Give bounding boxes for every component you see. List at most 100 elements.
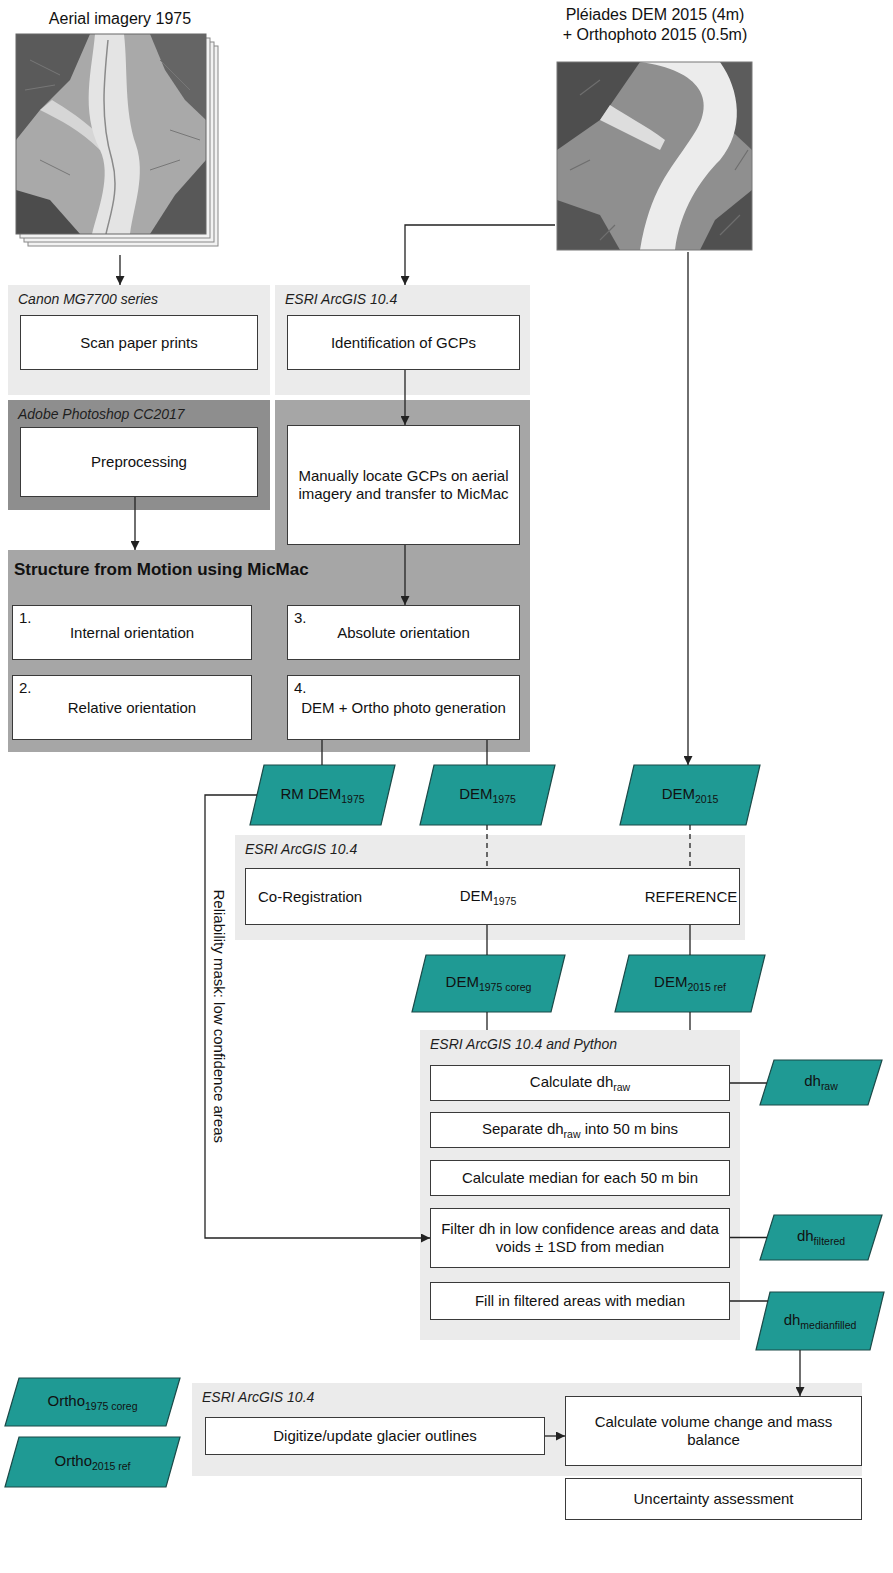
text-group: Relative orientation	[68, 699, 196, 717]
glacier-tongue	[89, 34, 140, 234]
illustration-part	[557, 62, 752, 250]
node-text: Ortho	[47, 1392, 85, 1409]
software-band: Structure from Motion using MicMac Manual…	[8, 400, 530, 752]
node-text: Canon MG7700 series	[18, 291, 158, 307]
connector	[119, 255, 120, 285]
subscript-text: 1975 coreg	[85, 1400, 138, 1412]
subscript-text: raw	[564, 1128, 581, 1140]
node-text: Aerial imagery 1975	[49, 10, 191, 27]
ridge-shade	[557, 200, 620, 250]
software-label: ESRI ArcGIS 10.4	[202, 1389, 314, 1406]
text-group: Filter dh in low confidence areas and da…	[441, 1220, 719, 1256]
hillshade-ground	[557, 62, 752, 250]
node-text: 3.	[294, 609, 307, 626]
data-parallelogram: RM DEM1975	[250, 765, 395, 825]
process-box: 4.DEM + Ortho photo generation	[287, 675, 520, 740]
process-box: Preprocessing	[20, 427, 258, 497]
node-text: Structure from Motion using MicMac	[14, 560, 309, 579]
node-text: Calculate median for each 50 m bin	[462, 1169, 698, 1186]
text-group: Identification of GCPs	[331, 334, 476, 352]
parallelogram-outline	[420, 765, 555, 825]
process-box: 2. Relative orientation	[12, 675, 252, 740]
process-box: Co-Registration DEM1975 REFERENCE	[245, 868, 740, 925]
connector-label: Reliability mask: low confidence areas	[210, 890, 227, 1143]
node-text: Ortho	[54, 1452, 92, 1469]
connector	[405, 225, 555, 285]
text-group: Scan paper prints	[80, 334, 198, 352]
dashed-connector	[486, 825, 487, 868]
connector	[404, 370, 405, 425]
node-text: DEM + Ortho photo generation	[301, 699, 506, 716]
ridge-shade	[557, 62, 640, 150]
connector	[205, 795, 430, 1238]
section-heading: Structure from Motion using MicMac	[14, 560, 309, 580]
node-text: DEM	[459, 785, 492, 802]
text-group: Ortho1975 coreg	[47, 1392, 137, 1413]
node-text: Co-Registration	[258, 888, 362, 905]
text-group: Co-Registration	[258, 888, 362, 906]
node-text: RM DEM	[280, 785, 341, 802]
node-text: Calculate dh	[530, 1073, 613, 1090]
node-text: Manually locate GCPs on aerial imagery a…	[298, 467, 508, 502]
connector	[321, 740, 322, 765]
node-text: Uncertainty assessment	[633, 1490, 793, 1507]
node-text: DEM	[654, 973, 687, 990]
subscript-text: filtered	[814, 1235, 846, 1247]
node-text: Fill in filtered areas with median	[475, 1292, 685, 1309]
text-group: DEM2015 ref	[654, 973, 726, 994]
node-text: DEM	[446, 973, 479, 990]
text-group: Uncertainty assessment	[633, 1490, 793, 1508]
process-box: Filter dh in low confidence areas and da…	[430, 1208, 730, 1268]
node-text: dh	[797, 1227, 814, 1244]
subscript-text: medianfilled	[800, 1319, 856, 1331]
node-text: Relative orientation	[68, 699, 196, 716]
connector	[486, 925, 487, 955]
connector	[730, 1082, 767, 1083]
software-band: ESRI ArcGIS 10.4Identification of GCPs	[275, 285, 530, 395]
text-group: dhmedianfilled	[784, 1311, 857, 1332]
text-group: Preprocessing	[91, 453, 187, 471]
parallelogram-outline	[760, 1215, 882, 1260]
image-title: Pléiades DEM 2015 (4m) + Orthophoto 2015…	[560, 5, 750, 45]
node-text: DEM	[460, 886, 493, 903]
node-text: REFERENCE	[645, 888, 738, 905]
node-text: ESRI ArcGIS 10.4	[202, 1389, 314, 1405]
pleiades-hillshade	[557, 62, 752, 250]
process-box: Calculate dhraw	[430, 1065, 730, 1101]
text-group: Absolute orientation	[337, 624, 470, 642]
subscript-text: 1975	[341, 793, 364, 805]
node-text: Identification of GCPs	[331, 334, 476, 351]
connector	[689, 1012, 690, 1030]
connector	[687, 252, 688, 765]
text-group: Separate dhraw into 50 m bins	[482, 1120, 678, 1141]
parallelogram-outline	[620, 765, 760, 825]
node-text: Internal orientation	[70, 624, 194, 641]
text-group: Calculate volume change and mass balance	[576, 1413, 851, 1449]
node-text: 1.	[19, 609, 32, 626]
process-box: Calculate median for each 50 m bin	[430, 1160, 730, 1196]
aerial-photo	[16, 34, 206, 234]
terrain-texture	[25, 60, 200, 175]
text-group: 2.	[19, 679, 32, 697]
parallelogram-outline	[615, 955, 765, 1012]
node-text: into 50 m bins	[585, 1120, 678, 1137]
subscript-text: 2015 ref	[92, 1460, 131, 1472]
subscript-text: raw	[821, 1080, 838, 1092]
ridge-shade	[700, 190, 752, 250]
subscript-text: 2015	[695, 793, 718, 805]
text-group: Fill in filtered areas with median	[475, 1292, 685, 1310]
connector	[486, 1012, 487, 1030]
subscript-text: 1975	[493, 894, 516, 906]
node-text: Filter dh in low confidence areas and da…	[441, 1220, 719, 1255]
image-title: Aerial imagery 1975	[10, 9, 230, 29]
band-fill	[8, 400, 530, 752]
text-group: Internal orientation	[70, 624, 194, 642]
glacier-surface	[640, 62, 737, 250]
process-box: Calculate volume change and mass balance	[565, 1396, 862, 1466]
connector	[730, 1300, 768, 1301]
node-text: dh	[804, 1072, 821, 1089]
node-text: Separate dh	[482, 1120, 564, 1137]
photo-ground	[16, 34, 206, 234]
